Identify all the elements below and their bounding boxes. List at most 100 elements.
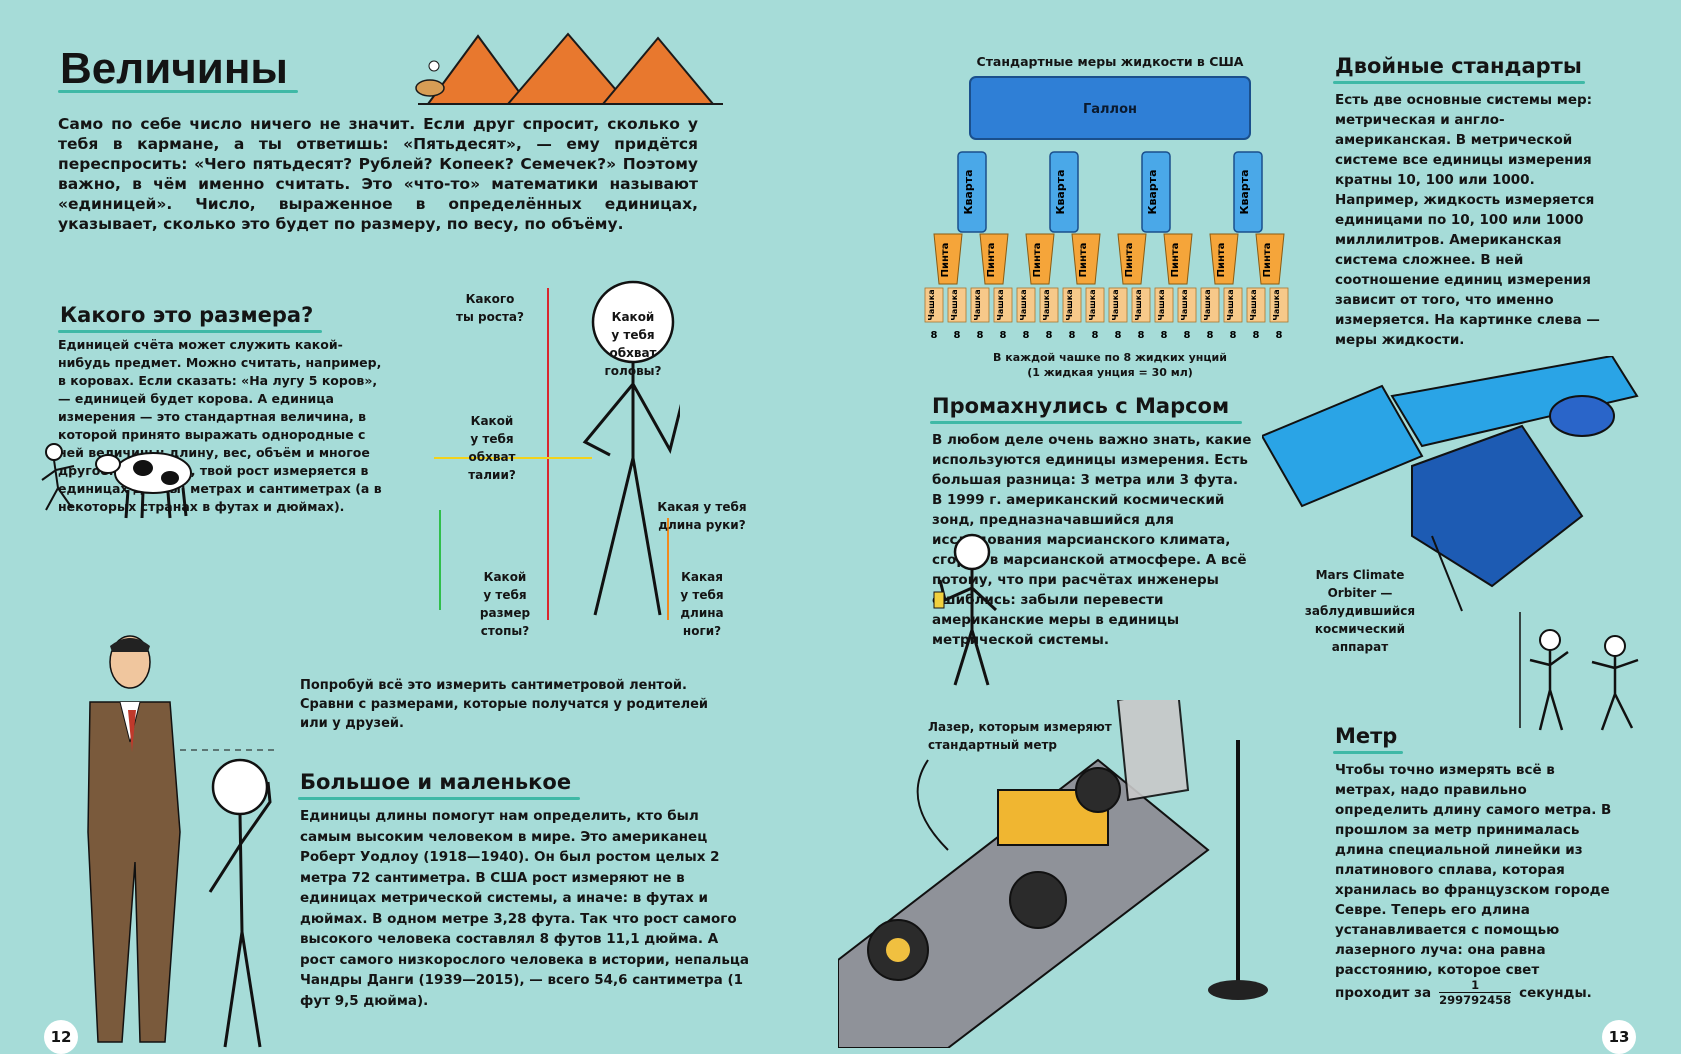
quart-box: [1049, 151, 1079, 233]
cup-box: [1223, 287, 1243, 323]
cup-value: 8: [1161, 330, 1168, 341]
page-number-right: 13: [1602, 1020, 1636, 1054]
question-leg: Какая у тебя длина ноги?: [680, 570, 724, 638]
page-number-left: 12: [44, 1020, 78, 1054]
quart-label: Кварта: [1054, 169, 1067, 214]
meter-end-text: секунды.: [1519, 984, 1592, 1001]
cup-label: Чашка: [1249, 289, 1258, 320]
cup-label: Чашка: [996, 289, 1005, 320]
gallon-label: Галлон: [1083, 102, 1137, 117]
fraction-numerator: 1: [1471, 978, 1480, 992]
cup-box: [1062, 287, 1082, 323]
chart-note-line1: В каждой чашке по 8 жидких унций: [993, 351, 1227, 364]
quart-label: Кварта: [962, 169, 975, 214]
pint-label: Пинта: [940, 243, 951, 278]
pint-box: [1255, 233, 1285, 285]
pint-box: [1163, 233, 1193, 285]
pint-label: Пинта: [986, 243, 997, 278]
meter-underline: [1333, 751, 1403, 754]
cup-box: [1085, 287, 1105, 323]
big-small-heading: Большое и маленькое: [300, 770, 572, 794]
question-head: Какой у тебя обхват головы?: [604, 310, 662, 378]
cup-value: 8: [954, 330, 961, 341]
quart-box: [1233, 151, 1263, 233]
cup-box: [993, 287, 1013, 323]
cup-value: 8: [1000, 330, 1007, 341]
cup-label: Чашка: [1203, 289, 1212, 320]
cup-value: 8: [1023, 330, 1030, 341]
cup-value: 8: [1046, 330, 1053, 341]
cup-box: [1016, 287, 1036, 323]
pint-box: [1025, 233, 1055, 285]
cup-box: [1177, 287, 1197, 323]
cup-box: [1154, 287, 1174, 323]
cup-label: Чашка: [1042, 289, 1051, 320]
double-standards-paragraph: Есть две основные системы мер: метрическ…: [1335, 92, 1600, 348]
try-note: Попробуй всё это измерить сантиметровой …: [300, 678, 709, 731]
size-heading-underline: [58, 330, 322, 333]
pint-label: Пинта: [1216, 243, 1227, 278]
cup-value: 8: [931, 330, 938, 341]
cup-box: [924, 287, 944, 323]
pyramids-illustration: [415, 32, 723, 105]
pint-label: Пинта: [1262, 243, 1273, 278]
laser-apparatus-illustration: [838, 700, 1268, 1048]
quart-label: Кварта: [1146, 169, 1159, 214]
cup-label: Чашка: [1226, 289, 1235, 320]
cup-label: Чашка: [1272, 289, 1281, 320]
quart-box: [1141, 151, 1171, 233]
quart-label: Кварта: [1238, 169, 1251, 214]
quart-box: [957, 151, 987, 233]
pint-box: [1209, 233, 1239, 285]
title-underline: [58, 90, 298, 93]
double-standards-underline: [1333, 81, 1585, 84]
fraction: 1 299792458: [1439, 978, 1512, 1007]
fluid-measures-diagram: Галлон Кварта Кварта Кварта Кварта Пинта Пин…: [924, 76, 1289, 341]
laser-caption: Лазер, которым измеряют стандартный метр: [928, 720, 1112, 752]
question-foot: Какой у тебя размер стопы?: [479, 570, 531, 638]
cup-box: [1246, 287, 1266, 323]
pint-box: [1117, 233, 1147, 285]
dancing-stick-figures: [1519, 612, 1639, 731]
cup-label: Чашка: [1134, 289, 1143, 320]
question-waist: Какой у тебя обхват талии?: [468, 414, 516, 482]
engineer-stick-figure: [933, 533, 998, 686]
pint-label: Пинта: [1078, 243, 1089, 278]
cup-label: Чашка: [927, 289, 936, 320]
measurement-figure: [434, 280, 680, 620]
meter-heading: Метр: [1335, 724, 1398, 748]
cup-value: 8: [977, 330, 984, 341]
question-height: Какого ты роста?: [456, 292, 524, 324]
intro-paragraph: Само по себе число ничего не значит. Есл…: [58, 115, 698, 233]
question-arm: Какая у тебя длина руки?: [657, 500, 747, 532]
cup-box: [1200, 287, 1220, 323]
mars-heading: Промахнулись с Марсом: [932, 394, 1230, 418]
cow-illustration: [41, 443, 192, 519]
chart-title: Стандартные меры жидкости в США: [976, 54, 1244, 69]
meter-last-text: проходит за: [1335, 984, 1432, 1001]
page-title: Величины: [60, 44, 288, 93]
cup-value: 8: [1184, 330, 1191, 341]
pint-box: [979, 233, 1009, 285]
double-standards-heading: Двойные стандарты: [1335, 54, 1582, 78]
cup-value: 8: [1115, 330, 1122, 341]
cup-label: Чашка: [1065, 289, 1074, 320]
cup-value: 8: [1069, 330, 1076, 341]
cup-label: Чашка: [1088, 289, 1097, 320]
meter-fraction-line: проходит за 1 299792458 секунды.: [1335, 978, 1635, 1007]
cup-box: [1131, 287, 1151, 323]
size-heading: Какого это размера?: [60, 303, 314, 327]
cup-label: Чашка: [1157, 289, 1166, 320]
cup-label: Чашка: [1180, 289, 1189, 320]
cup-label: Чашка: [950, 289, 959, 320]
pint-box: [1071, 233, 1101, 285]
cup-value: 8: [1138, 330, 1145, 341]
cup-value: 8: [1276, 330, 1283, 341]
meter-paragraph: Чтобы точно измерять всё в метрах, надо …: [1335, 762, 1612, 978]
cup-box: [947, 287, 967, 323]
pint-label: Пинта: [1124, 243, 1135, 278]
cup-box: [1269, 287, 1289, 323]
tall-man-illustration: [87, 635, 275, 1048]
cup-label: Чашка: [1019, 289, 1028, 320]
satellite-illustration: [1262, 356, 1639, 612]
